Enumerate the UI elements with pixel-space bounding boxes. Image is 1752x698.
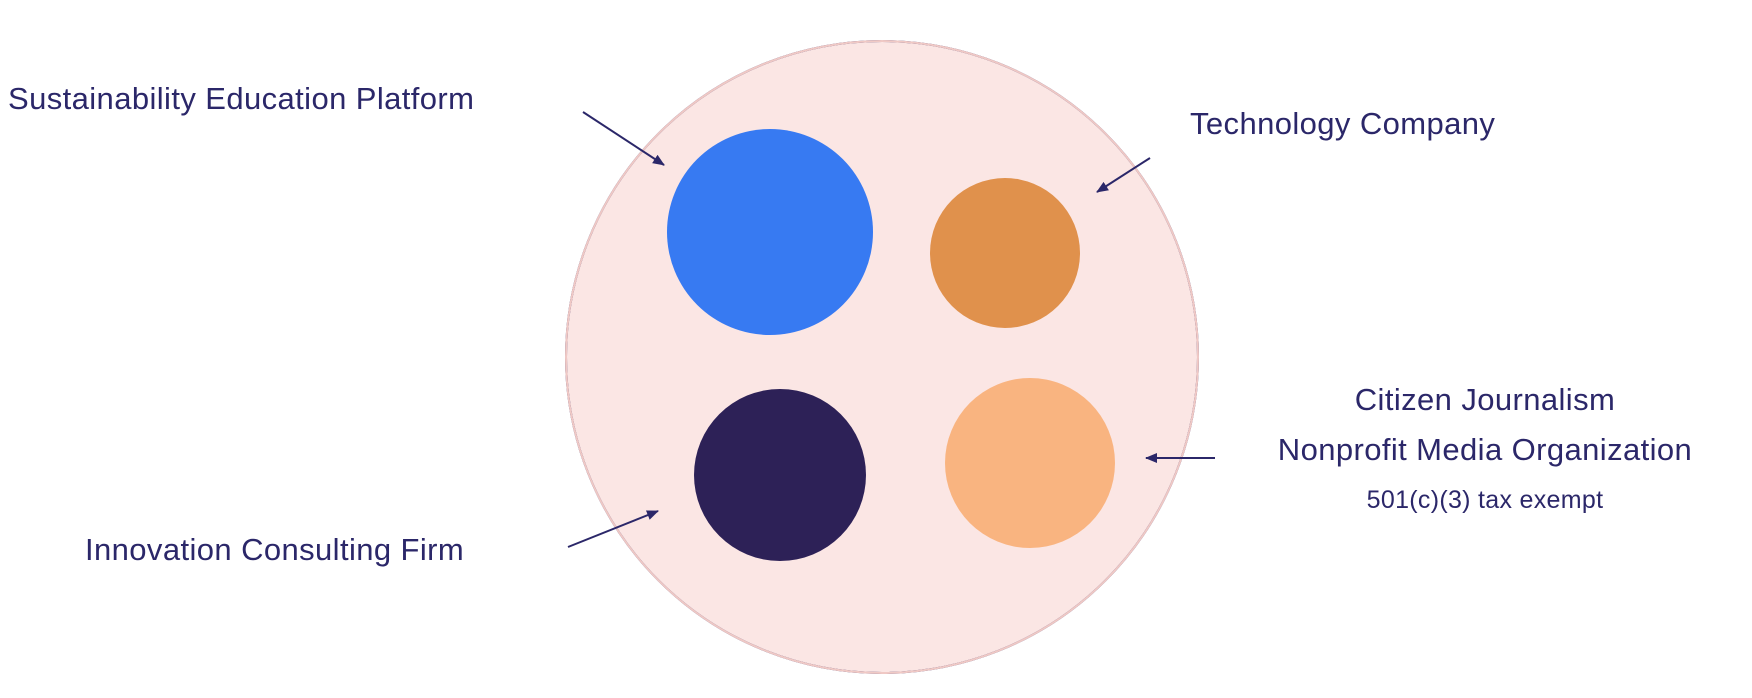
nonprofit-label-line1: Citizen Journalism xyxy=(1354,382,1616,417)
sustainability-education-platform-label: Sustainability Education Platform xyxy=(8,81,475,116)
nonprofit-label-line2: Nonprofit Media Organization xyxy=(1277,432,1693,467)
nonprofit-tax-status-label: 501(c)(3) tax exempt xyxy=(1366,486,1604,514)
innovation-consulting-firm-label: Innovation Consulting Firm xyxy=(85,532,465,567)
technology-company-circle xyxy=(930,178,1080,328)
nonprofit-media-organization-label-block: Citizen Journalism Nonprofit Media Organ… xyxy=(1250,382,1720,515)
nonprofit-media-organization-circle xyxy=(945,378,1115,548)
outer-boundary-circle-border xyxy=(565,40,1199,674)
technology-company-label: Technology Company xyxy=(1190,106,1496,141)
sustainability-education-platform-circle xyxy=(667,129,873,335)
innovation-consulting-firm-circle xyxy=(694,389,866,561)
